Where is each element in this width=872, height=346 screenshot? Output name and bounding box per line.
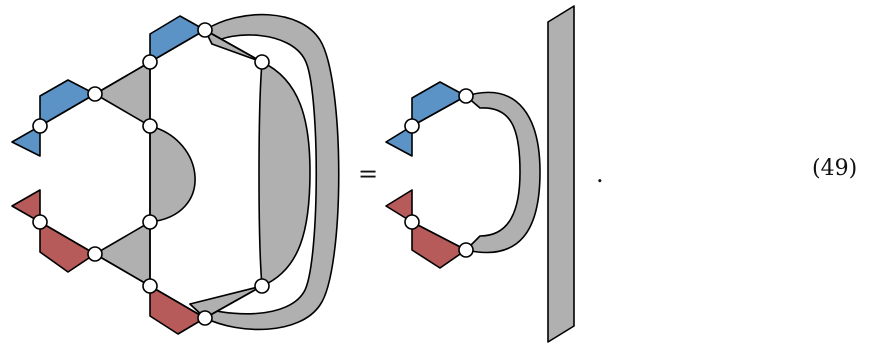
node: [458, 88, 474, 104]
node: [32, 118, 48, 134]
lhs-inner-grey-lens: [258, 61, 311, 287]
lhs-edge: [94, 253, 151, 287]
equation-number: (49): [812, 156, 858, 181]
node: [197, 310, 213, 326]
lhs-blue-tensor: [149, 15, 206, 63]
equals-sign: =: [358, 160, 378, 188]
rhs-blue-tensor: [385, 125, 413, 157]
rhs-red-tensor: [411, 221, 467, 269]
lhs-nodes: [32, 22, 270, 326]
lhs-blue-tensor: [11, 125, 41, 157]
lhs-upper-grey-triangle: [94, 61, 151, 127]
node: [254, 54, 270, 70]
node: [142, 214, 158, 230]
node: [458, 242, 474, 258]
node: [142, 54, 158, 70]
node: [404, 118, 420, 134]
node: [142, 278, 158, 294]
node: [197, 22, 213, 38]
lhs-lower-grey-triangle: [94, 221, 151, 287]
node: [404, 214, 420, 230]
rhs-red-tensor: [385, 189, 413, 223]
rhs-nodes: [404, 88, 474, 258]
rhs-grey-slab: [547, 5, 575, 343]
lhs-center-grey-bump: [149, 125, 196, 223]
lhs-red-tensor: [39, 221, 96, 273]
node: [32, 214, 48, 230]
rhs-blue-tensor: [411, 81, 467, 127]
rhs-grey-loop: [465, 91, 541, 254]
rhs-network: [385, 5, 575, 343]
lhs-network: [11, 13, 340, 335]
node: [87, 86, 103, 102]
lhs-red-tensor: [149, 285, 206, 335]
node: [254, 278, 270, 294]
lhs-blue-tensor: [39, 79, 96, 127]
lhs-edge: [94, 61, 151, 95]
period: .: [596, 160, 604, 188]
lhs-edge: [204, 29, 263, 63]
node: [87, 246, 103, 262]
node: [142, 118, 158, 134]
lhs-edge: [204, 285, 263, 319]
lhs-red-tensor: [11, 189, 41, 223]
